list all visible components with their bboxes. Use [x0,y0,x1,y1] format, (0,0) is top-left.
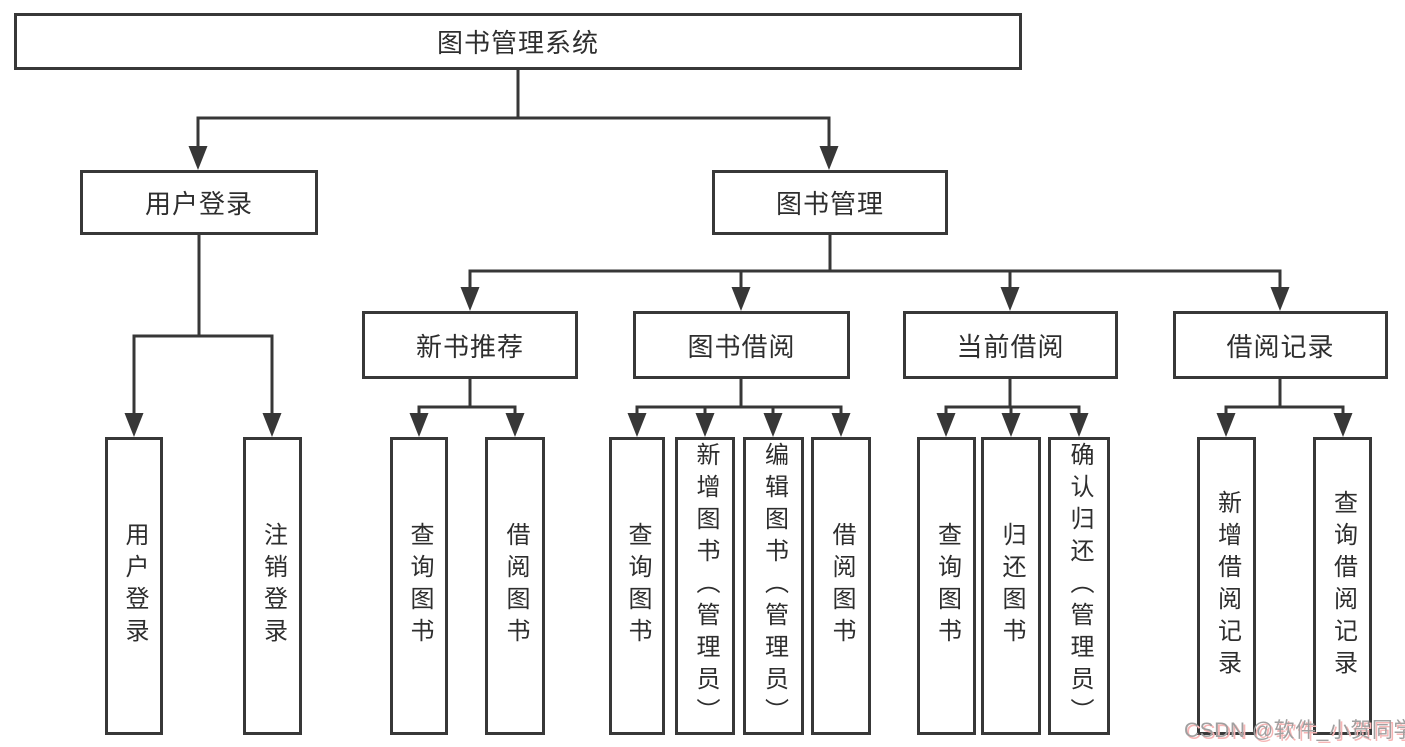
arrowhead [262,413,282,437]
arrowhead [1069,413,1089,437]
arrowhead [831,413,851,437]
node-label: 新增图书（管理员） [692,442,719,730]
arrowhead [695,413,715,437]
arrowhead [731,287,751,311]
node-book-management-branch: 图书管理 [712,170,948,235]
arrowhead [1000,287,1020,311]
node-label: 查询图书 [624,522,651,650]
connector-root-to-level2 [188,70,839,170]
leaf-add-borrow-record: 新增借阅记录 [1197,437,1256,735]
node-new-book-recommendation: 新书推荐 [362,311,578,379]
arrowhead [409,413,429,437]
leaf-return-book: 归还图书 [981,437,1041,735]
node-label: 借阅记录 [1226,331,1335,362]
leaf-query-borrow-record: 查询借阅记录 [1313,437,1372,735]
arrowhead [763,413,783,437]
arrowhead [1001,413,1021,437]
node-label: 新书推荐 [415,331,524,362]
node-current-borrowing: 当前借阅 [903,311,1118,379]
arrowhead [936,413,956,437]
leaf-logout: 注销登录 [243,437,302,735]
leaf-query-books-borrowing: 查询图书 [609,437,665,735]
leaf-add-book-admin: 新增图书（管理员） [675,437,735,735]
connector-user-login-to-leaves [124,235,282,437]
connector-new-book-recommendation-to-leaves [409,379,525,437]
arrowhead [1216,413,1236,437]
arrowhead [627,413,647,437]
node-user-login-branch: 用户登录 [80,170,318,235]
node-label: 用户登录 [144,189,253,219]
node-label: 查询图书 [406,522,433,650]
leaf-query-books-recommend: 查询图书 [390,437,448,735]
arrowhead [1270,287,1290,311]
node-label: 图书管理 [775,189,884,219]
connector-current-borrowing-to-leaves [936,379,1089,437]
node-label: 确认归还（管理员） [1066,442,1093,730]
node-label: 归还图书 [998,522,1025,650]
node-label: 编辑图书（管理员） [760,442,788,730]
node-library-management-system: 图书管理系统 [14,13,1022,70]
arrowhead [460,287,480,311]
connector-borrowing-records-to-leaves [1216,379,1353,437]
node-label: 查询图书 [933,522,961,650]
arrowhead [505,413,525,437]
node-label: 查询借阅记录 [1329,490,1357,682]
arrowhead [819,146,839,170]
node-label: 新增借阅记录 [1213,490,1241,682]
csdn-watermark: CSDN @软件_小贺同学 [1184,719,1405,742]
leaf-borrow-books-recommend: 借阅图书 [485,437,545,735]
leaf-edit-book-admin: 编辑图书（管理员） [743,437,804,735]
node-label: 图书借阅 [687,331,796,362]
node-label: 当前借阅 [956,331,1065,362]
leaf-user-login: 用户登录 [105,437,163,735]
arrowhead [124,413,144,437]
node-label: 注销登录 [259,522,287,650]
connector-book-management-to-level3 [460,235,1290,311]
arrowhead [1333,413,1353,437]
node-label: 图书管理系统 [436,28,599,58]
leaf-borrow-books-borrowing: 借阅图书 [811,437,871,735]
node-book-borrowing: 图书借阅 [633,311,850,379]
node-label: 借阅图书 [828,522,855,650]
leaf-query-books-current: 查询图书 [917,437,976,735]
node-label: 借阅图书 [502,522,529,650]
arrowhead [188,146,208,170]
node-borrowing-records: 借阅记录 [1173,311,1388,379]
leaf-confirm-return-admin: 确认归还（管理员） [1048,437,1110,735]
connector-book-borrowing-to-leaves [627,379,851,437]
node-label: 用户登录 [121,522,148,650]
